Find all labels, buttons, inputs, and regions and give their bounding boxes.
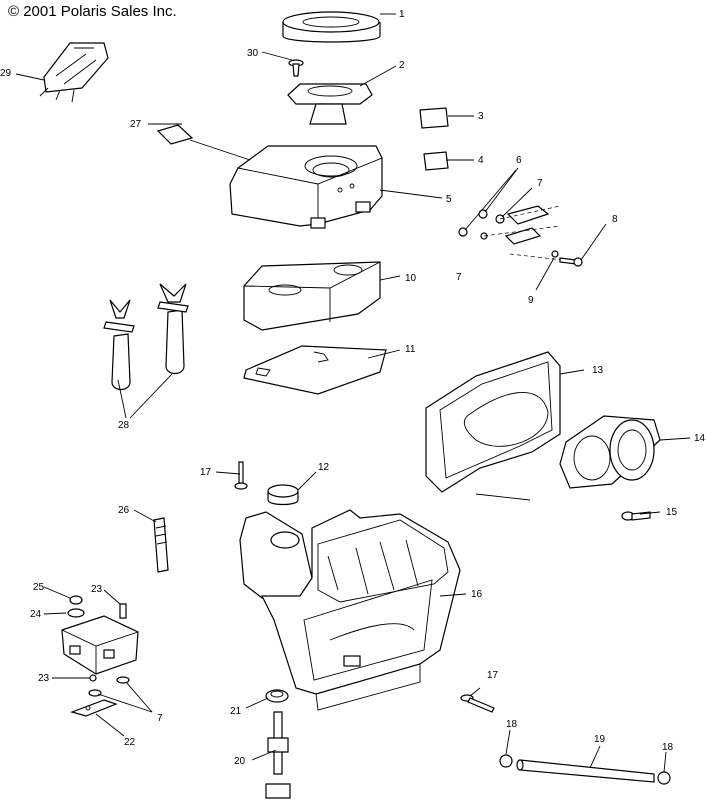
- callout-1: 1: [399, 9, 405, 20]
- part-10-filter-block: [243, 261, 381, 331]
- part-28-decal: [156, 124, 194, 145]
- part-13-seal-plate: [425, 351, 561, 493]
- part-29-bracket: [39, 42, 109, 103]
- callout-13: 13: [592, 365, 604, 376]
- callout-29: 29: [0, 68, 12, 79]
- part-5-airbox-cover: [229, 145, 383, 229]
- callout-10: 10: [405, 273, 417, 284]
- part-2-intake-boot: [287, 83, 373, 125]
- part-24-washer: [67, 608, 85, 618]
- part-1-foam-ring: [282, 11, 381, 43]
- leader-lines: [15, 13, 691, 773]
- callout-7-b: 7: [456, 272, 462, 283]
- callout-16: 16: [471, 589, 483, 600]
- callout-labels: 1 30 2 3 4 5 27 29 6 7 7 8 9 10 11 13 14…: [0, 9, 706, 767]
- callout-4: 4: [478, 155, 484, 166]
- callout-23-b: 23: [38, 673, 50, 684]
- part-4-decal: [423, 151, 449, 171]
- part-12-cap: [267, 484, 299, 506]
- part-17-pin-upper: [234, 461, 248, 490]
- callout-21: 21: [230, 706, 242, 717]
- callout-15: 15: [666, 507, 678, 518]
- part-27-drain-tubes: [103, 283, 189, 391]
- part-control-module: [61, 615, 139, 675]
- part-23-fastener-lower: [89, 674, 97, 682]
- part-7-grommets-lower: [88, 676, 130, 697]
- callout-24: 24: [30, 609, 42, 620]
- part-3-decal: [419, 107, 449, 129]
- part-16-airbox-base: [239, 509, 461, 711]
- callout-30: 30: [247, 48, 259, 59]
- callout-18-b: 18: [662, 742, 674, 753]
- callout-5: 5: [446, 194, 452, 205]
- part-25-nut: [69, 595, 83, 605]
- part-15-screw: [621, 511, 651, 521]
- part-23-fastener-upper: [119, 603, 127, 619]
- callout-6: 6: [516, 155, 522, 166]
- callout-11: 11: [405, 344, 416, 355]
- part-17-pin-lower: [460, 694, 495, 713]
- callout-17-b: 17: [487, 670, 499, 681]
- callout-22: 22: [124, 737, 136, 748]
- callout-18-a: 18: [506, 719, 518, 730]
- part-18-clamps: [499, 754, 671, 785]
- callout-14: 14: [694, 433, 706, 444]
- callout-9: 9: [528, 295, 534, 306]
- callout-25: 25: [33, 582, 45, 593]
- callout-3: 3: [478, 111, 484, 122]
- callout-27: 28: [118, 420, 130, 431]
- callout-26: 26: [118, 505, 130, 516]
- callout-8: 8: [612, 214, 618, 225]
- part-22-base-plate: [70, 699, 118, 717]
- callout-17-a: 17: [200, 467, 212, 478]
- part-21-grommet: [265, 689, 289, 703]
- part-6-7-8-9-hardware: [458, 205, 583, 267]
- callout-28: 27: [130, 119, 142, 130]
- callout-7-c: 7: [157, 713, 163, 724]
- copyright-notice: © 2001 Polaris Sales Inc.: [8, 3, 177, 20]
- callout-19: 19: [594, 734, 606, 745]
- part-14-outlet-adapter: [559, 415, 661, 489]
- callout-20: 20: [234, 756, 246, 767]
- part-30-push-pin: [288, 59, 304, 77]
- callout-23-a: 23: [91, 584, 103, 595]
- part-20-drain-valve: [265, 711, 291, 799]
- part-26-strap: [153, 517, 169, 573]
- part-19-tube: [516, 759, 655, 783]
- part-11-gasket-sheet: [243, 345, 387, 395]
- callout-2: 2: [399, 60, 405, 71]
- callout-7-a: 7: [537, 178, 543, 189]
- callout-12: 12: [318, 462, 330, 473]
